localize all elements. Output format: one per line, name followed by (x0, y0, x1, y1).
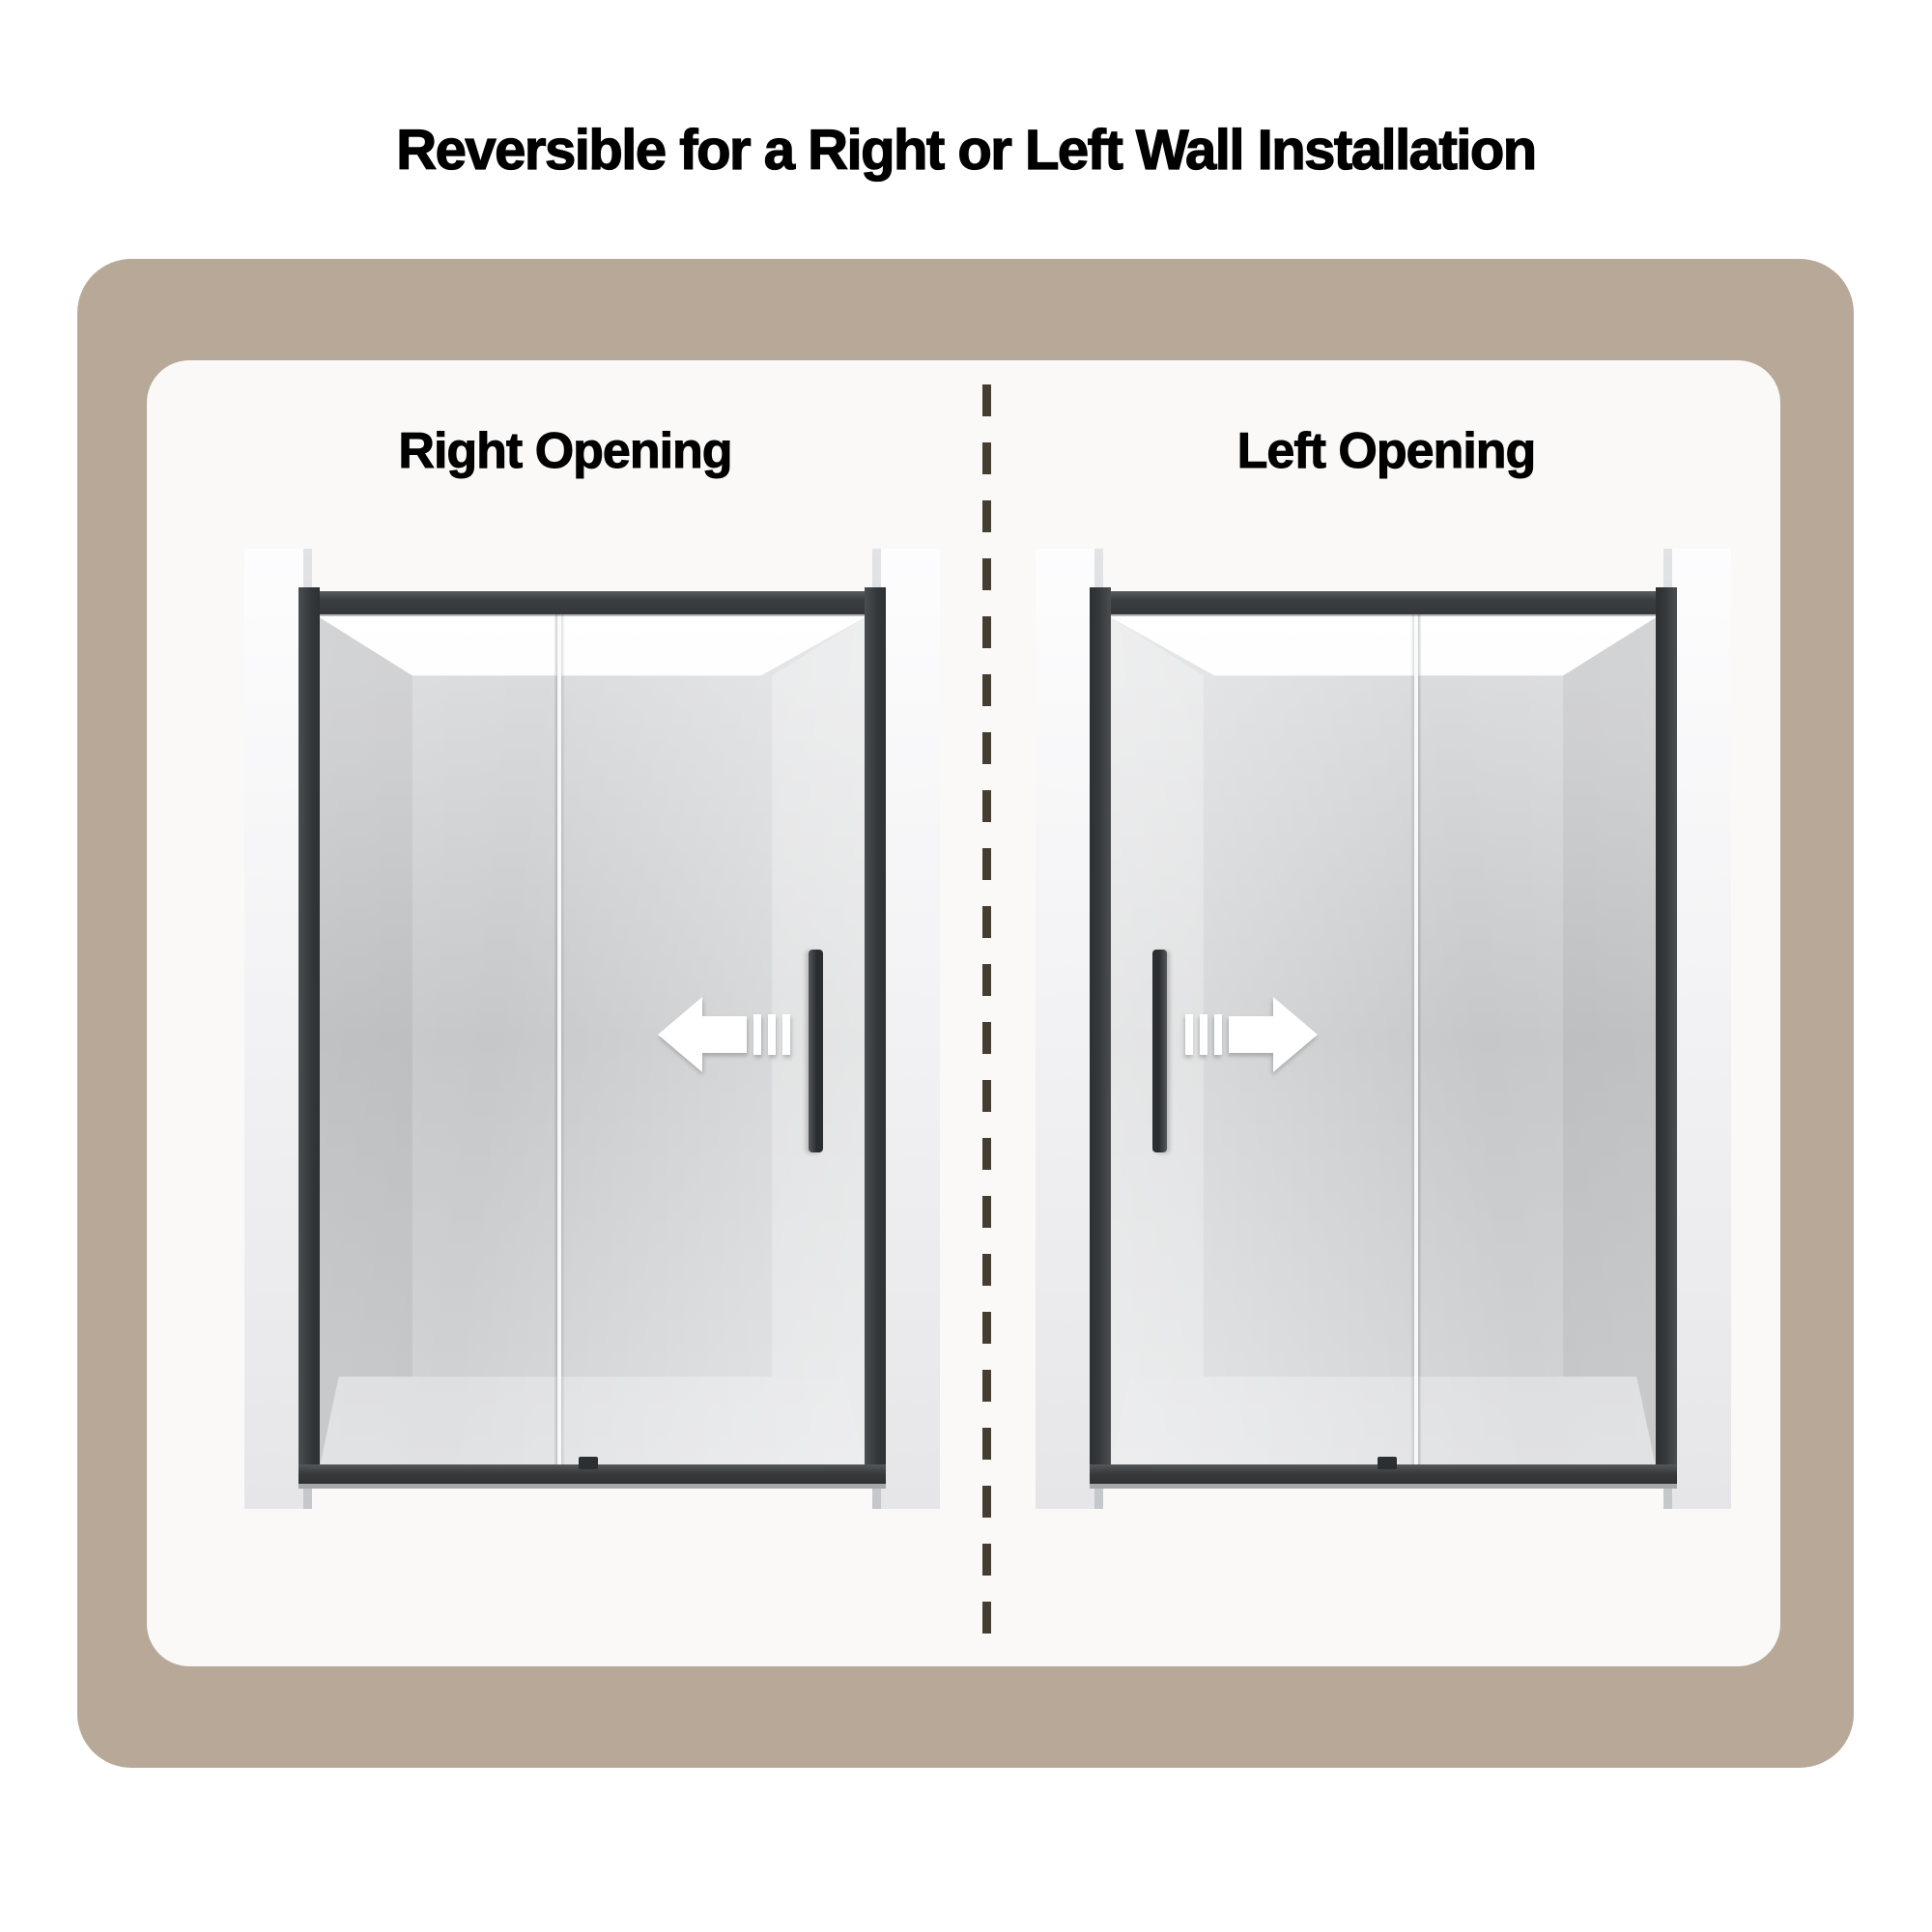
shower-floor (320, 1377, 865, 1466)
frame-right-stile (865, 587, 886, 1489)
diagram-panel: Right Opening (147, 360, 1780, 1666)
dashed-divider-line (982, 384, 991, 1650)
door-guide-block (579, 1457, 598, 1469)
sliding-panel-seam (556, 612, 561, 1466)
slide-left-arrow-icon (658, 997, 790, 1072)
panel-left-opening: Left Opening (992, 360, 1780, 1666)
slide-right-arrow-icon (1185, 997, 1318, 1072)
door-handle (1152, 950, 1167, 1152)
door-handle (809, 950, 823, 1152)
bottom-track (1090, 1484, 1677, 1489)
frame-right-stile (1656, 587, 1677, 1489)
diagram-backdrop: Right Opening (77, 259, 1854, 1768)
motion-lines (1185, 1014, 1222, 1055)
door-guide-block (1378, 1457, 1397, 1469)
sliding-panel-seam (1414, 612, 1419, 1466)
shower-door-illustration-left-opening (1036, 549, 1731, 1513)
shower-door-illustration-right-opening (244, 549, 940, 1513)
left-opening-heading: Left Opening (1236, 423, 1537, 479)
frame-top-rail (1090, 591, 1677, 614)
frame-left-stile (298, 587, 320, 1489)
frame-left-stile (1090, 587, 1111, 1489)
panel-right-opening: Right Opening (147, 360, 983, 1666)
frame-bottom-rail (298, 1464, 886, 1484)
right-opening-heading: Right Opening (398, 423, 733, 479)
motion-lines (753, 1014, 790, 1055)
page-title: Reversible for a Right or Left Wall Inst… (396, 119, 1538, 182)
frame-top-rail (298, 591, 886, 614)
bottom-track (298, 1484, 886, 1489)
